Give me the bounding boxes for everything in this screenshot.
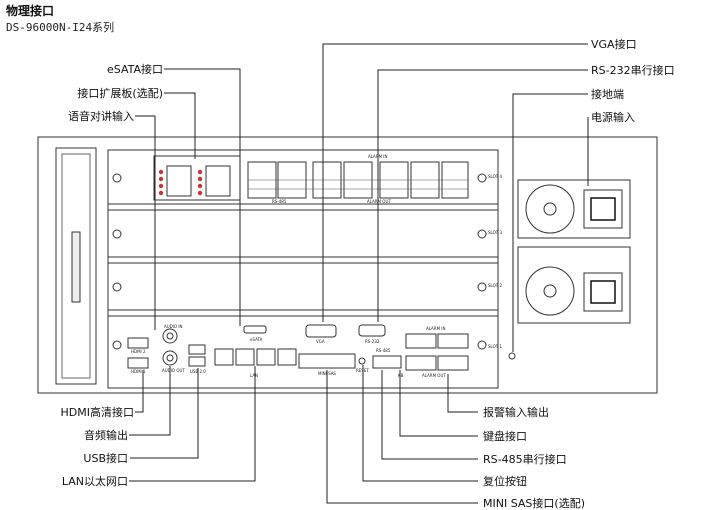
slot1-label: SLOT 1 (488, 344, 502, 349)
callout-hdmi: HDMI高清接口 (60, 406, 134, 419)
usb-port-bottom (188, 356, 206, 367)
slot3-label: SLOT 3 (488, 230, 502, 235)
alarm-terminals (405, 333, 469, 371)
callout-reset: 复位按钮 (483, 475, 527, 488)
esata-port (243, 325, 267, 334)
leader-lines (129, 43, 589, 504)
callout-audio-out: 音频输出 (84, 429, 128, 442)
audio-in-label: AUDIO IN (164, 324, 183, 329)
hdmi1-port (127, 357, 149, 369)
rs232-port (358, 324, 386, 337)
callout-vga: VGA接口 (591, 38, 637, 51)
audio-out-label: AUDIO OUT (162, 368, 185, 373)
hdmi1-label: HDMI 1 (131, 369, 146, 374)
handle-grip (71, 231, 81, 303)
callout-keyboard: 键盘接口 (483, 430, 527, 443)
power-supply-bottom (517, 246, 631, 324)
alarm-out-top-label: ALARM OUT (367, 199, 391, 204)
vga-port (305, 324, 337, 338)
callout-expansion: 接口扩展板(选配) (77, 87, 163, 100)
power-supply-top (517, 179, 631, 239)
esata-label: eSATA (250, 337, 263, 342)
slot4-label: SLOT 4 (488, 174, 502, 179)
reset-button (358, 357, 366, 365)
rs232-label: RS-232 (365, 339, 380, 344)
slot2-label: SLOT 2 (488, 283, 502, 288)
callout-lan: LAN以太网口 (61, 475, 128, 488)
callout-ground: 接地端 (591, 88, 624, 101)
callout-mini-sas: MINI SAS接口(选配) (483, 497, 585, 510)
rs485-label: RS-485 (376, 348, 391, 353)
alarm-out-label: ALARM OUT (422, 373, 446, 378)
panel-screws (112, 173, 487, 350)
usb-port-top (188, 344, 206, 355)
callout-rs485: RS-485串行接口 (483, 453, 567, 466)
callout-usb: USB接口 (83, 452, 128, 465)
mini-sas-port (298, 353, 356, 369)
callout-esata: eSATA接口 (106, 63, 163, 76)
callout-rs232: RS-232串行接口 (591, 64, 675, 77)
rs485-kb-terminal (372, 355, 402, 369)
lan-ports (214, 348, 297, 366)
callout-audio-in: 语音对讲输入 (68, 110, 134, 123)
ground-terminal (508, 352, 516, 360)
model-series: DS-96000N-I24系列 (6, 21, 115, 34)
hdmi2-port (127, 337, 149, 349)
page-title: 物理接口 (6, 4, 55, 18)
alarm-in-label: ALARM IN (426, 326, 445, 331)
kb-label: KB (398, 373, 404, 378)
hdmi2-label: HDMI 2 (131, 349, 146, 354)
left-handle-inner (61, 153, 91, 379)
main-board (127, 324, 469, 371)
lan-label: LAN (250, 373, 258, 378)
vga-label: VGA (316, 339, 325, 344)
expansion-board (153, 155, 469, 201)
rs485-top-label: RS-485 (272, 199, 287, 204)
callout-alarm-io: 报警输入输出 (483, 406, 549, 419)
callout-power: 电源输入 (591, 111, 635, 124)
